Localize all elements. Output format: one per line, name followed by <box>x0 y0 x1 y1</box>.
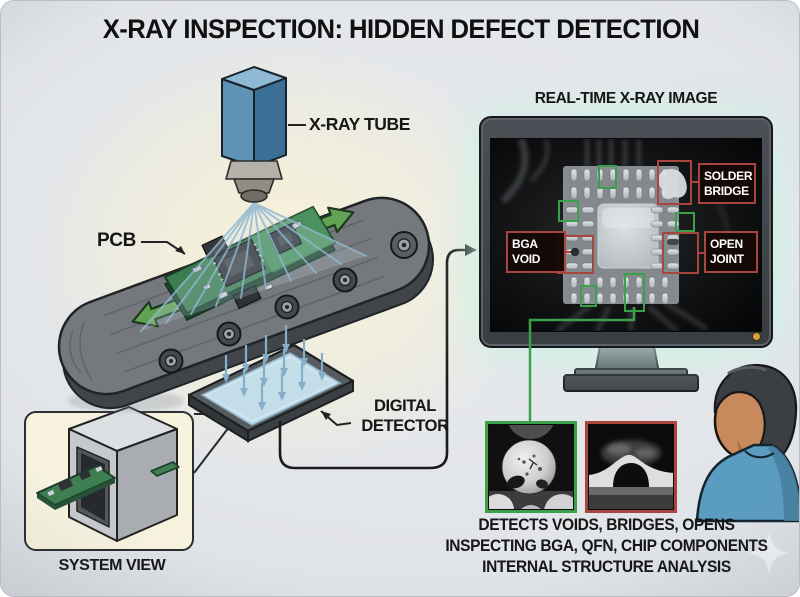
footer-line-2: INSPECTING BGA, QFN, CHIP COMPONENTS <box>445 537 768 555</box>
footer-line-1: DETECTS VOIDS, BRIDGES, OPENS <box>478 516 735 534</box>
conveyor-rollers <box>158 231 418 374</box>
power-led <box>752 332 761 341</box>
monitor-stand <box>563 340 699 392</box>
annotation-bga-void: BGA VOID <box>506 231 566 273</box>
footer-line-3: INTERNAL STRUCTURE ANALYSIS <box>482 558 731 576</box>
annotation-solder-bridge: SOLDER BRIDGE <box>698 163 756 204</box>
system-view-caption: SYSTEM VIEW <box>58 557 166 574</box>
bga-void-spot <box>570 247 580 257</box>
open-joint-pad <box>667 239 679 245</box>
monitor-screen: SOLDER BRIDGE BGA VOID OPEN JOINT <box>490 138 762 332</box>
bga-ball-xray-image <box>489 425 573 509</box>
detector-pointer-line <box>320 410 352 427</box>
digital-detector-label: DIGITAL DETECTOR <box>361 397 449 435</box>
detector-cable <box>278 244 477 470</box>
bga-void-closeup-inset <box>485 421 577 513</box>
xray-beam <box>140 202 367 332</box>
chip-pads <box>565 168 680 305</box>
xray-tube-nozzle <box>225 160 283 203</box>
xray-tube-label: X-RAY TUBE <box>309 114 411 134</box>
system-view-pcb <box>36 465 116 510</box>
defect-boxes <box>557 160 704 274</box>
monitor: SOLDER BRIDGE BGA VOID OPEN JOINT <box>479 116 773 348</box>
open-joint-xray-image <box>589 425 673 509</box>
monitor-title: REAL-TIME X-RAY IMAGE <box>534 90 718 107</box>
open-joint-closeup-inset <box>585 421 677 513</box>
pcb-label: PCB <box>97 230 136 251</box>
page-title: X-RAY INSPECTION: HIDDEN DEFECT DETECTIO… <box>102 14 700 44</box>
footer-text: DETECTS VOIDS, BRIDGES, OPENS INSPECTING… <box>426 515 788 578</box>
digital-detector <box>187 343 355 443</box>
good-joint-boxes <box>558 165 695 312</box>
xray-tube <box>221 66 287 203</box>
annotation-open-joint: OPEN JOINT <box>704 231 758 273</box>
pcb-pointer-line <box>141 241 186 255</box>
system-view-machine <box>36 406 180 542</box>
solder-bridge-blob <box>657 169 687 200</box>
